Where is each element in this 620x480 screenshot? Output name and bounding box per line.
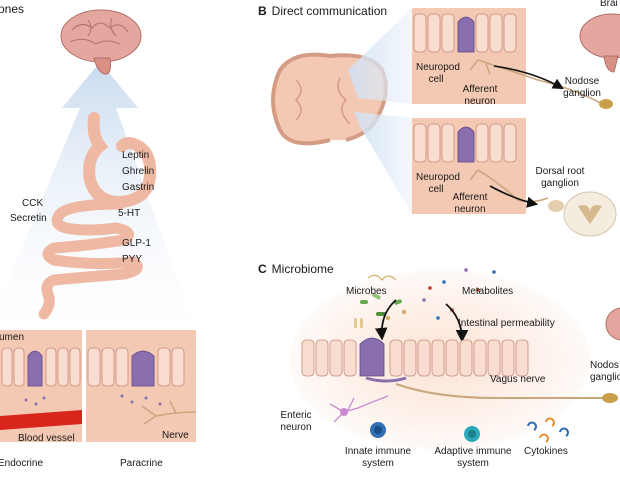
metabolites-label: Metabolites: [462, 286, 514, 297]
vagus-nerve-line: [395, 383, 606, 400]
nodose-ganglion-label-c: Nodos ganglio: [590, 360, 620, 383]
nerve-label: Nerve: [162, 430, 189, 441]
neuropod-cell-top: [457, 16, 475, 53]
panel-b-title-text: Direct communication: [271, 4, 388, 18]
paracrine-epithelium: [87, 347, 185, 387]
dorsal-root-ganglion-label: Dorsal root ganglion: [535, 166, 585, 189]
hormone-leptin: Leptin: [122, 150, 150, 161]
arrow-to-nodose: [493, 65, 564, 90]
panel-b-title: B Direct communication: [258, 4, 387, 18]
innate-immune-label: Innate immune system: [344, 446, 412, 469]
panel-a-title: ones: [0, 2, 25, 16]
neuropod-cell-label-top: Neuropod cell: [416, 62, 460, 85]
cytokines-icon: [527, 417, 569, 443]
endocrine-epithelium: [1, 347, 81, 387]
paracrine-label: Paracrine: [120, 458, 163, 469]
enteric-neuron-label: Enteric neuron: [280, 410, 312, 433]
epithelium-cells-bottom: [413, 123, 517, 163]
adaptive-immune-label: Adaptive immune system: [434, 446, 512, 469]
hormone-secretin: Secretin: [10, 213, 47, 224]
basal-process: [365, 376, 407, 383]
arrow-to-drg: [489, 185, 539, 208]
hormone-cck: CCK: [22, 198, 44, 209]
blood-vessel-shape: [0, 410, 82, 430]
afferent-neuron-label-top: Afferent neuron: [462, 84, 498, 107]
panel-c-title-text: Microbiome: [271, 262, 334, 276]
secreted-dots: [24, 394, 162, 406]
blood-vessel-label: Blood vessel: [18, 433, 75, 444]
lumen-label: umen: [0, 332, 25, 343]
cytokines-label: Cytokines: [524, 446, 568, 457]
hormone-gastrin: Gastrin: [122, 182, 155, 193]
panel-c: [290, 268, 620, 450]
hormone-glp1: GLP-1: [122, 238, 151, 249]
nodose-ganglion-c-icon: [602, 393, 618, 403]
brain-icon-b: [579, 13, 620, 73]
brain-fragment-c: [605, 307, 620, 341]
metabolites-cluster: [422, 268, 496, 320]
afferent-neuron-bottom: [469, 169, 549, 203]
neuropod-cell-c: [359, 337, 385, 377]
paracrine-cell: [131, 350, 155, 387]
panel-a: [0, 9, 197, 442]
neuropod-cell-bottom: [457, 126, 475, 163]
afferent-neuron-label-bottom: Afferent neuron: [452, 192, 488, 215]
microbes-cluster: [354, 274, 407, 328]
epithelium-cells-c: [301, 339, 529, 377]
panel-c-title: C Microbiome: [258, 262, 334, 276]
nerve-fiber: [141, 400, 197, 425]
hormone-5ht: 5-HT: [118, 208, 141, 219]
panel-b-letter: B: [258, 4, 267, 18]
arrow-microbes: [374, 299, 397, 341]
endocrine-label: Endocrine: [0, 458, 44, 469]
microbes-label: Microbes: [346, 286, 387, 297]
zoom-cone-top: [348, 8, 412, 104]
epithelium-cells-top: [413, 13, 517, 53]
panel-c-letter: C: [258, 262, 267, 276]
panel-b: [271, 8, 620, 237]
spinal-cord-icon: [548, 191, 617, 237]
enteric-neuron-icon: [329, 395, 389, 423]
neuropod-cell-label-bottom: Neuropod cell: [416, 172, 460, 195]
nodose-ganglion-label: Nodose ganglion: [563, 76, 601, 99]
vagus-nerve-label: Vagus nerve: [490, 374, 546, 385]
zoom-cone-bottom: [354, 112, 412, 214]
hormone-ghrelin: Ghrelin: [122, 166, 155, 177]
digestive-tract-icon: [38, 112, 157, 320]
nodose-ganglion-icon: [599, 99, 613, 109]
arrow-metabolites: [445, 303, 469, 343]
brain-label-b: Brai: [600, 0, 618, 9]
hormone-pyy: PYY: [122, 254, 143, 265]
endocrine-cell: [27, 350, 43, 387]
intestinal-permeability-label: Intestinal permeability: [458, 318, 555, 329]
brain-icon: [60, 9, 142, 75]
